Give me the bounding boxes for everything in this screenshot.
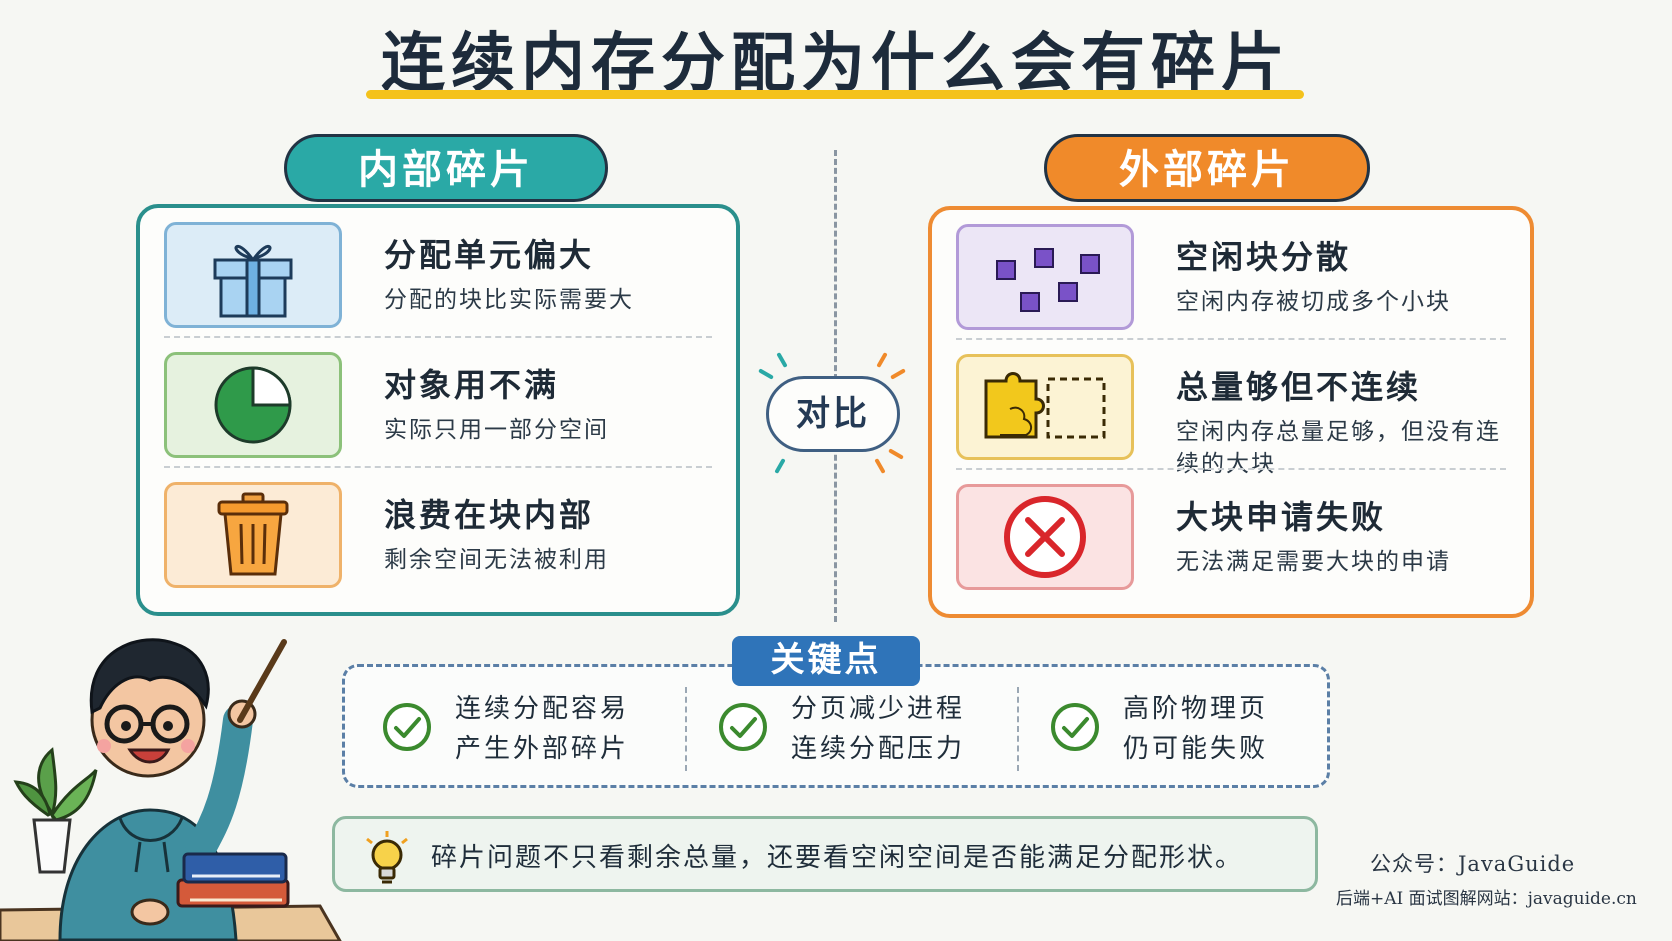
check-circle-icon xyxy=(1051,703,1099,751)
footer-account: 公众号：JavaGuide xyxy=(1370,852,1576,876)
title-underline xyxy=(366,90,1304,99)
row-description: 实际只用一部分空间 xyxy=(384,417,609,443)
row-description: 剩余空间无法被利用 xyxy=(384,547,609,573)
key-point-text: 高阶物理页 仍可能失败 xyxy=(1123,694,1269,764)
tip-bar: 碎片问题不只看剩余总量，还要看空闲空间是否能满足分配形状。 xyxy=(332,816,1318,892)
external-row-enough-but-not-contiguous: 总量够但不连续 空闲内存总量足够，但没有连续的大块 xyxy=(932,340,1530,477)
key-points-badge: 关键点 xyxy=(732,636,920,686)
internal-row-oversized-unit: 分配单元偏大 分配的块比实际需要大 xyxy=(140,208,736,338)
internal-row-waste-inside-block: 浪费在块内部 剩余空间无法被利用 xyxy=(140,468,736,598)
internal-fragmentation-panel: 分配单元偏大 分配的块比实际需要大 对象用不满 实际只用一部分空间 浪费在块内部 xyxy=(136,204,740,616)
key-point-item: 分页减少进程 连续分配压力 xyxy=(681,683,1001,773)
pie-chart-icon xyxy=(164,352,342,458)
key-point-item: 高阶物理页 仍可能失败 xyxy=(1013,683,1333,773)
row-title: 总量够但不连续 xyxy=(1176,368,1422,406)
error-x-icon xyxy=(956,484,1134,590)
external-row-large-alloc-fails: 大块申请失败 无法满足需要大块的申请 xyxy=(932,470,1530,600)
gift-box-icon xyxy=(164,222,342,328)
row-title: 对象用不满 xyxy=(384,366,560,404)
row-title: 空闲块分散 xyxy=(1176,238,1352,276)
trash-bin-icon xyxy=(164,482,342,588)
check-circle-icon xyxy=(383,703,431,751)
puzzle-piece-icon xyxy=(956,354,1134,460)
scattered-blocks-icon xyxy=(956,224,1134,330)
row-title: 浪费在块内部 xyxy=(384,496,595,534)
row-description: 空闲内存总量足够，但没有连续的大块 xyxy=(1176,419,1501,477)
key-points-box: 连续分配容易 产生外部碎片 分页减少进程 连续分配压力 高阶物理页 仍可能失败 xyxy=(342,664,1330,788)
row-title: 分配单元偏大 xyxy=(384,236,595,274)
row-description: 分配的块比实际需要大 xyxy=(384,287,634,313)
teacher-character-illustration xyxy=(0,638,342,941)
compare-label: 对比 xyxy=(766,376,900,452)
key-point-text: 分页减少进程 连续分配压力 xyxy=(791,694,966,764)
key-point-item: 连续分配容易 产生外部碎片 xyxy=(345,683,665,773)
internal-fragmentation-badge: 内部碎片 xyxy=(284,134,608,202)
row-title: 大块申请失败 xyxy=(1176,498,1387,536)
footer-website: 后端+AI 面试图解网站：javaguide.cn xyxy=(1336,889,1637,909)
external-row-scattered-free-blocks: 空闲块分散 空闲内存被切成多个小块 xyxy=(932,210,1530,340)
check-circle-icon xyxy=(719,703,767,751)
external-fragmentation-badge: 外部碎片 xyxy=(1044,134,1370,202)
row-description: 空闲内存被切成多个小块 xyxy=(1176,289,1451,315)
lightbulb-icon xyxy=(366,831,408,884)
tip-text: 碎片问题不只看剩余总量，还要看空闲空间是否能满足分配形状。 xyxy=(431,843,1244,873)
page-title: 连续内存分配为什么会有碎片 xyxy=(381,27,1291,101)
internal-row-partially-used: 对象用不满 实际只用一部分空间 xyxy=(140,338,736,468)
external-fragmentation-panel: 空闲块分散 空闲内存被切成多个小块 总量够但不连续 空闲内存总量足够，但没有连续… xyxy=(928,206,1534,618)
key-point-text: 连续分配容易 产生外部碎片 xyxy=(455,694,630,764)
row-description: 无法满足需要大块的申请 xyxy=(1176,549,1451,575)
